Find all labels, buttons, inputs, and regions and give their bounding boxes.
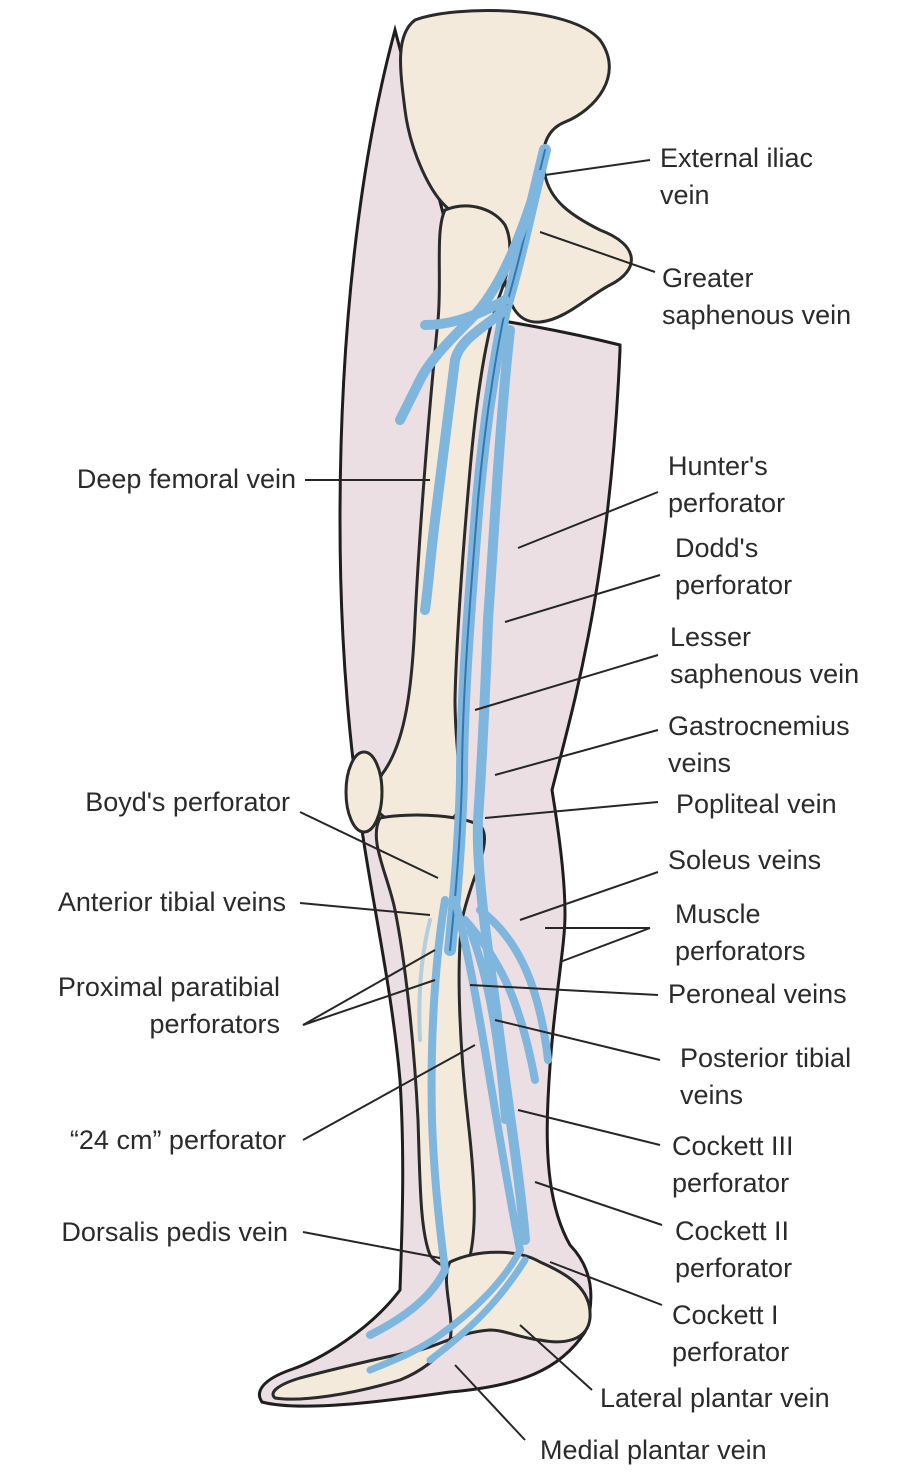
label-deep-femoral-vein: Deep femoral vein	[77, 461, 296, 498]
label-cockett-iii-perforator: Cockett III perforator	[672, 1128, 794, 1202]
label-proximal-paratibial-perforators: Proximal paratibial perforators	[58, 969, 280, 1043]
label-popliteal-vein: Popliteal vein	[676, 786, 837, 823]
label-soleus-veins: Soleus veins	[668, 842, 821, 879]
patella-bone	[346, 752, 382, 832]
label-peroneal-veins: Peroneal veins	[668, 976, 847, 1013]
label-hunters-perforator: Hunter's perforator	[668, 448, 785, 522]
label-muscle-perforators: Muscle perforators	[675, 896, 806, 970]
label-gastrocnemius-veins: Gastrocnemius veins	[668, 708, 850, 782]
label-posterior-tibial-veins: Posterior tibial veins	[680, 1040, 851, 1114]
label-external-iliac-vein: External iliac vein	[660, 140, 813, 214]
label-lateral-plantar-vein: Lateral plantar vein	[600, 1380, 830, 1417]
label-lesser-saphenous-vein: Lesser saphenous vein	[670, 619, 859, 693]
label-greater-saphenous-vein: Greater saphenous vein	[662, 260, 851, 334]
label-cockett-i-perforator: Cockett I perforator	[672, 1297, 789, 1371]
label-anterior-tibial-veins: Anterior tibial veins	[58, 884, 286, 921]
leader-muscle-perforators-b	[560, 928, 650, 962]
label-dorsalis-pedis-vein: Dorsalis pedis vein	[61, 1214, 288, 1251]
label-cockett-ii-perforator: Cockett II perforator	[675, 1213, 792, 1287]
leader-external-iliac	[545, 160, 650, 175]
bones	[273, 10, 631, 1399]
label-boyds-perforator: Boyd's perforator	[85, 784, 290, 821]
label-24cm-perforator: “24 cm” perforator	[70, 1122, 286, 1159]
label-medial-plantar-vein: Medial plantar vein	[540, 1432, 767, 1469]
label-dodds-perforator: Dodd's perforator	[675, 530, 792, 604]
